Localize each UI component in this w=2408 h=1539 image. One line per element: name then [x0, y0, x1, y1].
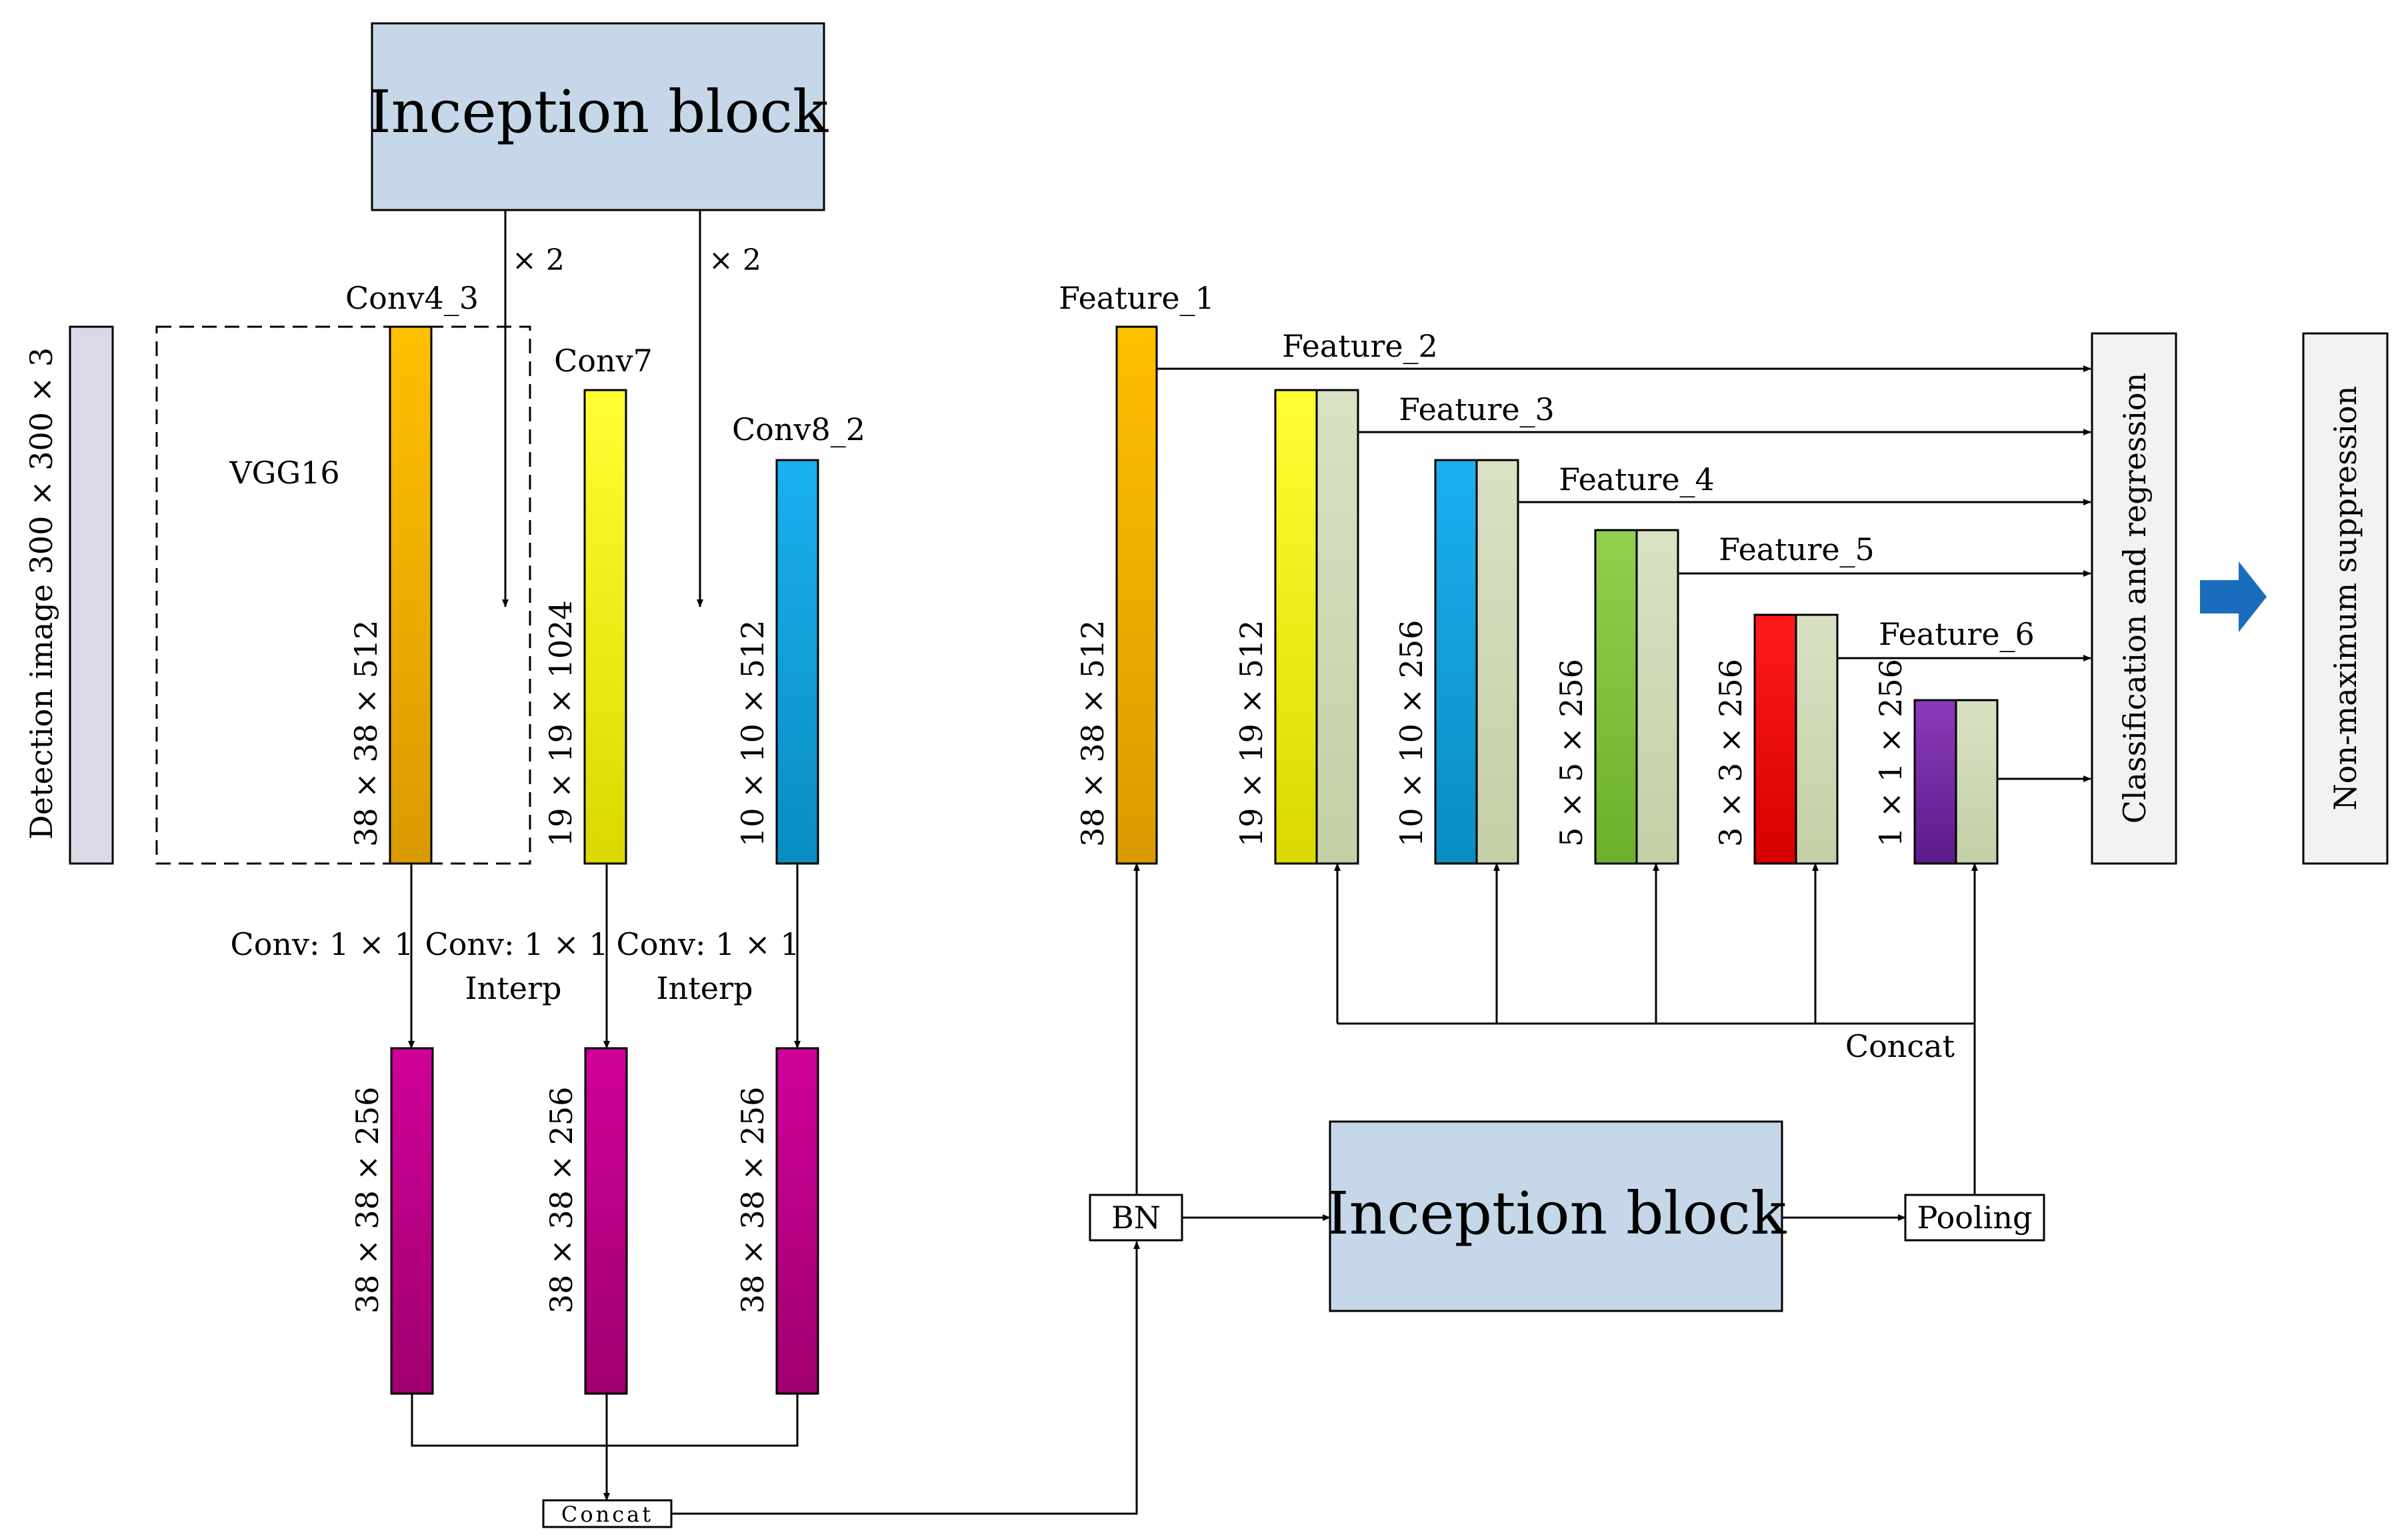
feature-6-fused: [1955, 699, 1999, 865]
feature-3-bar: [1434, 459, 1478, 865]
feature-5-dims: 3 × 3 × 256: [1713, 659, 1749, 847]
feature-6-dims: 1 × 1 × 256: [1873, 659, 1909, 847]
feature-2-bar: [1274, 389, 1318, 865]
vgg16-label: VGG16: [229, 455, 339, 491]
resized-dims-3: 38 × 38 × 256: [735, 1087, 771, 1314]
resized-merge-line: [411, 1394, 799, 1447]
conv8-2-name: Conv8_2: [732, 411, 865, 447]
resized-dims-2: 38 × 38 × 256: [543, 1087, 579, 1314]
nms-label: Non-maximum suppression: [2327, 386, 2363, 811]
conv8-2-bar: [775, 459, 819, 865]
resized-bar-1: [390, 1047, 434, 1395]
feature-4-dims: 5 × 5 × 256: [1553, 659, 1589, 847]
feature-2-dims: 19 × 19 × 512: [1233, 620, 1269, 847]
feature-3-fused: [1475, 459, 1519, 865]
big-blue-arrow-icon: [2200, 561, 2267, 632]
feature-1-bar: [1115, 325, 1158, 865]
repeat-left-label: × 2: [512, 243, 565, 277]
inception-block-bottom: [1329, 1120, 1783, 1312]
input-image-label: Detection image 300 × 300 × 3: [23, 347, 59, 840]
conv7-dims: 19 × 19 × 1024: [543, 600, 579, 847]
feature-1-name: Feature_1: [1059, 280, 1215, 316]
conv8-2-dims: 10 × 10 × 512: [735, 620, 771, 847]
inception-block-top-label: Inception block: [368, 77, 829, 146]
classification-box: [2091, 332, 2177, 865]
feature-5-fused: [1795, 613, 1839, 865]
concat-box-label: Concat: [561, 1502, 653, 1527]
op-label-2-interp: Interp: [465, 970, 562, 1006]
feature-5-bar: [1753, 613, 1797, 865]
inception-block-top: [371, 22, 825, 211]
vgg16-box: [155, 325, 531, 865]
feature-3-name: Feature_3: [1399, 391, 1555, 427]
op-label-2: Conv: 1 × 1: [425, 926, 609, 962]
op-label-3-interp: Interp: [657, 970, 753, 1006]
classification-label: Classification and regression: [2117, 373, 2153, 824]
pooling-box: [1904, 1194, 2045, 1242]
repeat-right-label: × 2: [709, 243, 761, 277]
nms-box: [2302, 332, 2389, 865]
feature-4-fused: [1635, 529, 1679, 865]
bn-box: [1089, 1194, 1183, 1242]
bn-box-label: BN: [1111, 1200, 1161, 1236]
resized-bar-2: [584, 1047, 628, 1395]
conv4-3-name: Conv4_3: [345, 280, 479, 316]
conv7-bar: [583, 389, 627, 865]
resized-bar-3: [775, 1047, 819, 1395]
conv7-name: Conv7: [554, 343, 653, 379]
feature-2-name: Feature_2: [1282, 328, 1438, 364]
feature-6-bar: [1913, 699, 1957, 865]
concat-label: Concat: [1845, 1028, 1955, 1064]
inception-block-bottom-label: Inception block: [1326, 1179, 1787, 1248]
op-label-3: Conv: 1 × 1: [617, 926, 800, 962]
conv4-3-dims: 38 × 38 × 512: [348, 620, 384, 847]
feature-4-name: Feature_4: [1559, 461, 1715, 497]
input-image-bar: [69, 325, 114, 865]
feature-3-dims: 10 × 10 × 256: [1393, 620, 1429, 847]
op-label-1: Conv: 1 × 1: [231, 926, 414, 962]
concat-to-bn-arrow: [671, 1241, 1140, 1515]
resized-dims-1: 38 × 38 × 256: [349, 1087, 385, 1314]
feature-1-dims: 38 × 38 × 512: [1075, 620, 1111, 847]
feature-6-name: Feature_6: [1879, 616, 2035, 652]
pooling-box-label: Pooling: [1917, 1200, 2033, 1236]
feature-2-fused: [1315, 389, 1359, 865]
feature-5-name: Feature_5: [1719, 531, 1875, 567]
conv4-3-bar: [389, 325, 433, 865]
feature-4-bar: [1594, 529, 1638, 865]
